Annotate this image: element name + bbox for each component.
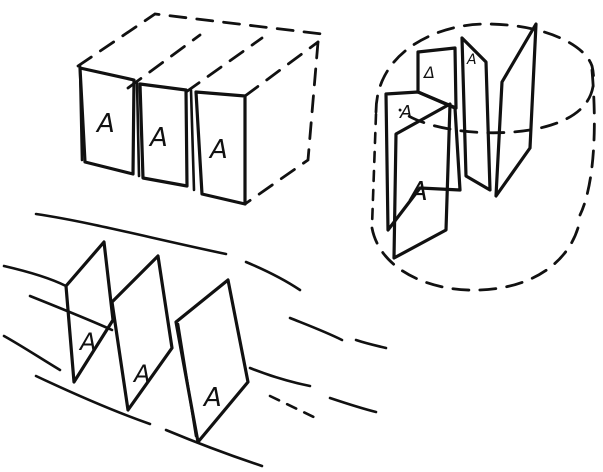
panel-glyph: A [466, 52, 477, 68]
free-panel-3: A [176, 280, 248, 442]
boxed-panel-1: A [80, 66, 134, 174]
small-panel-glyph: Δ [422, 63, 435, 82]
free-panels-group: A A A [4, 214, 386, 466]
free-panel-2: A [112, 256, 172, 410]
free-panel-1: A [66, 242, 113, 382]
cylinder-panel-2: A [462, 38, 490, 190]
panel-glyph: A [148, 123, 168, 153]
panel-glyph: A [208, 135, 228, 165]
panel-glyph: A [95, 109, 115, 139]
panel-glyph: A [408, 177, 428, 207]
panel-glyph: A [78, 328, 96, 356]
panel-glyph: A [202, 383, 222, 413]
panel-glyph: A [132, 360, 150, 388]
boxed-panels-group: A A A [78, 14, 322, 204]
boxed-panel-2: A [137, 82, 187, 186]
cylinder-panels-group: Δ A A A [372, 24, 594, 290]
panel-glyph: A [399, 102, 412, 123]
cylinder-panel-3 [496, 24, 536, 196]
boxed-panel-3: A [191, 90, 245, 204]
